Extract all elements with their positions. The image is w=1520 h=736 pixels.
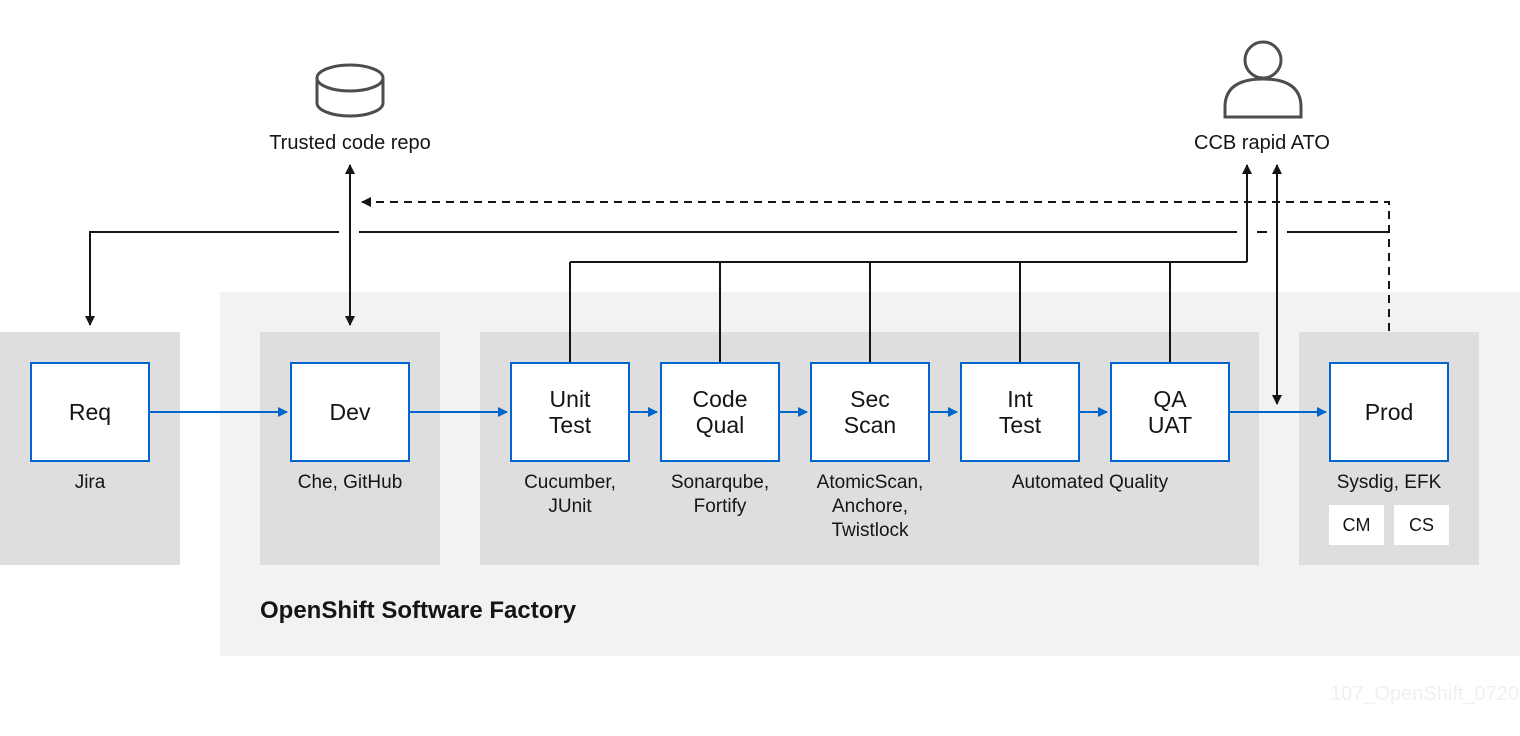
tools-dev: Che, GitHub — [297, 472, 403, 493]
tools-req: Jira — [74, 472, 106, 493]
tools-prod: Sysdig, EFK — [1336, 472, 1442, 493]
stage-sec-scan: Sec Scan — [810, 362, 930, 462]
database-icon — [315, 63, 385, 118]
prod-repo-dashed-connector — [361, 197, 1390, 331]
stage-code-qual: Code Qual — [660, 362, 780, 462]
chip-cs: CS — [1394, 505, 1449, 545]
repo-label: Trusted code repo — [269, 132, 431, 154]
watermark: 107_OpenShift_0720 — [1330, 683, 1520, 705]
automated-quality-label: Automated Quality — [1011, 472, 1169, 493]
stage-dev: Dev — [290, 362, 410, 462]
tools-sec-scan: AtomicScan, Anchore, Twistlock — [816, 472, 924, 541]
stage-req: Req — [30, 362, 150, 462]
factory-title: OpenShift Software Factory — [260, 597, 577, 624]
user-icon — [1223, 40, 1303, 119]
stage-qa-uat: QA UAT — [1110, 362, 1230, 462]
ccb-req-connector — [85, 231, 339, 326]
tools-code-qual: Sonarqube, Fortify — [670, 472, 770, 517]
stage-unit-test: Unit Test — [510, 362, 630, 462]
ccb-label: CCB rapid ATO — [1194, 132, 1330, 154]
tools-unit-test: Cucumber, JUnit — [524, 472, 616, 517]
chip-cm: CM — [1329, 505, 1384, 545]
stage-int-test: Int Test — [960, 362, 1080, 462]
stage-prod: Prod — [1329, 362, 1449, 462]
